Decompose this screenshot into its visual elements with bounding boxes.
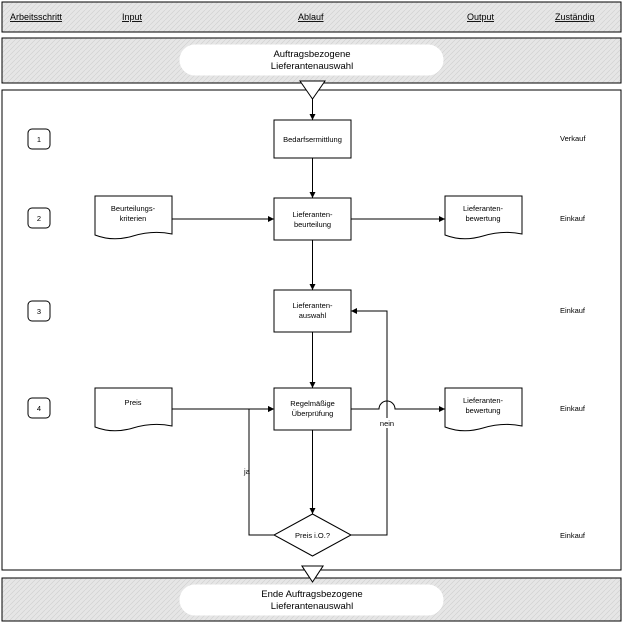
end-terminator [179, 584, 444, 616]
decision-no-label: nein [380, 419, 394, 428]
process-box-regelmaessige-ueberpruefung [273, 387, 352, 431]
output-label: Lieferanten- [463, 204, 504, 213]
process-box-bedarfsermittlung [273, 119, 352, 159]
end-label-line1: Ende Auftragsbezogene [261, 589, 362, 600]
header-col-arbeitsschritt: Arbeitsschritt [10, 12, 63, 22]
step-number: 4 [37, 404, 41, 413]
responsible-label: Einkauf [560, 531, 586, 540]
output-document-lieferantenbewertung [444, 195, 523, 240]
no-label-backdrop [377, 418, 397, 428]
input-label: kriterien [120, 214, 147, 223]
input-document-beurteilungskriterien [94, 195, 173, 240]
step-number-badge [27, 207, 51, 229]
process-label: Regelmäßige [290, 399, 335, 408]
process-label: Überprüfung [292, 409, 334, 418]
output-label: Lieferanten- [463, 396, 504, 405]
process-label: Lieferanten- [292, 301, 333, 310]
input-label: Preis [124, 398, 141, 407]
start-connector-triangle [299, 80, 326, 100]
responsible-label: Einkauf [560, 214, 586, 223]
step-number: 1 [37, 135, 41, 144]
decision-yes-label: ja [243, 467, 251, 476]
header-col-ablauf: Ablauf [298, 12, 324, 22]
process-label: beurteilung [294, 220, 331, 229]
output-label: bewertung [465, 214, 500, 223]
header-col-input: Input [122, 12, 143, 22]
responsible-label: Einkauf [560, 306, 586, 315]
responsible-label: Einkauf [560, 404, 586, 413]
end-connector-triangle-tip [301, 565, 324, 583]
input-label: Beurteilungs- [111, 204, 156, 213]
step-number: 2 [37, 214, 41, 223]
end-label-line2: Lieferantenauswahl [271, 601, 353, 612]
decision-label: Preis i.O.? [295, 531, 330, 540]
responsible-label: Verkauf [560, 134, 586, 143]
step-number-badge [27, 128, 51, 150]
header-band [1, 1, 622, 33]
input-document-preis [94, 387, 173, 432]
process-label: Lieferanten- [292, 210, 333, 219]
process-box-lieferantenbeurteilung [273, 197, 352, 241]
start-label-line2: Lieferantenauswahl [271, 61, 353, 72]
step-number: 3 [37, 307, 41, 316]
process-label: Bedarfsermittlung [283, 135, 342, 144]
process-label: auswahl [299, 311, 327, 320]
decision-diamond [272, 513, 353, 557]
start-terminator [179, 44, 444, 76]
step-number-badge [27, 397, 51, 419]
header-col-zustaendig: Zuständig [555, 12, 595, 22]
start-label-line1: Auftragsbezogene [273, 49, 350, 60]
yes-branch-connector [248, 406, 274, 536]
step-number-badge [27, 300, 51, 322]
output-label: bewertung [465, 406, 500, 415]
header-col-output: Output [467, 12, 495, 22]
output-document-lieferantenbewertung [444, 387, 523, 432]
